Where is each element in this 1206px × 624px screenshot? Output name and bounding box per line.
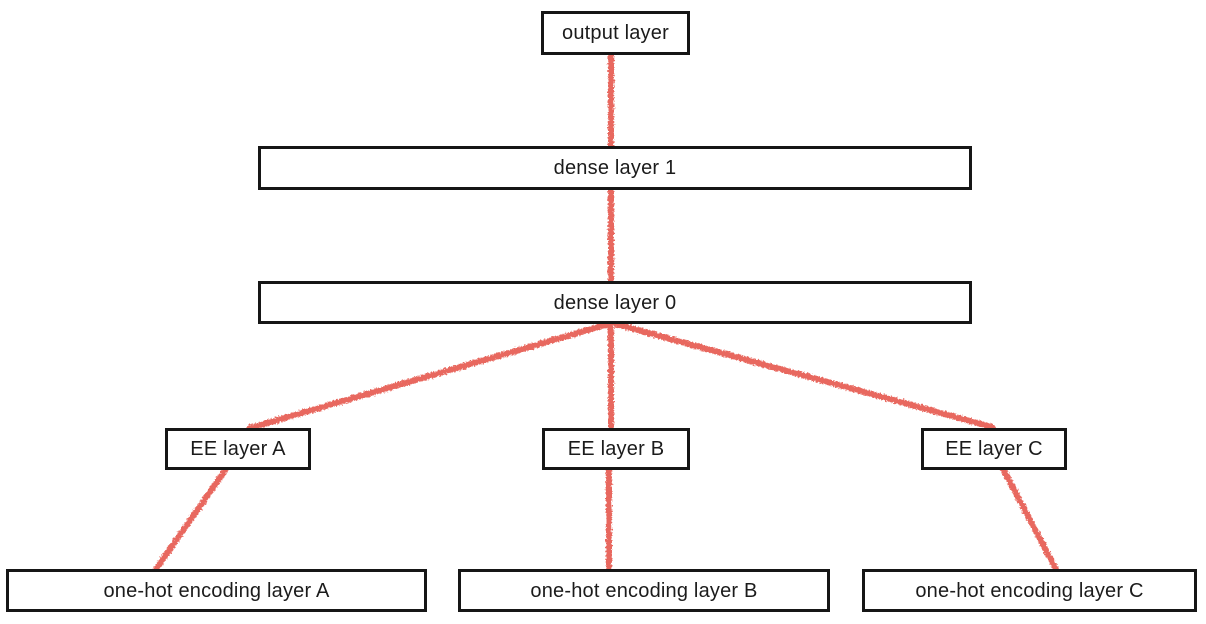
node-output-layer: output layer <box>541 11 690 55</box>
node-ee-layer-b: EE layer B <box>542 428 690 470</box>
node-dense-layer-1: dense layer 1 <box>258 146 972 190</box>
edge-group <box>153 51 1059 572</box>
edge-dense-layer-0-to-ee-layer-a <box>247 320 615 431</box>
node-one-hot-encoding-layer-a: one-hot encoding layer A <box>6 569 427 612</box>
edge-ee-layer-a-to-one-hot-encoding-layer-a <box>153 466 229 572</box>
node-ee-layer-c: EE layer C <box>921 428 1067 470</box>
edge-ee-layer-c-to-one-hot-encoding-layer-c <box>1000 466 1059 572</box>
edge-dense-layer-0-to-ee-layer-c <box>609 320 995 430</box>
node-one-hot-encoding-layer-c: one-hot encoding layer C <box>862 569 1197 612</box>
node-one-hot-encoding-layer-b: one-hot encoding layer B <box>458 569 830 612</box>
node-ee-layer-a: EE layer A <box>165 428 311 470</box>
node-dense-layer-0: dense layer 0 <box>258 281 972 324</box>
